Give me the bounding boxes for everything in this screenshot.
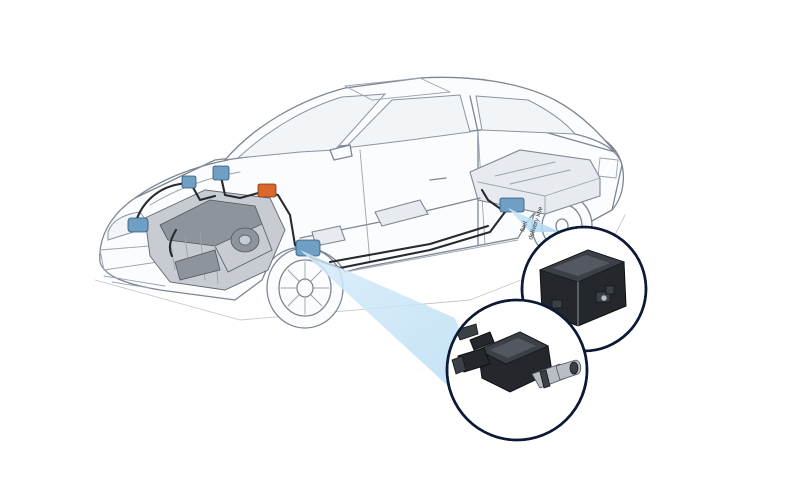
exhaust-system <box>299 197 481 247</box>
purge-valve-location <box>257 183 277 198</box>
hood-outline <box>134 159 229 199</box>
canister-beam <box>508 208 560 232</box>
vapor-connector <box>181 175 197 189</box>
vacuum-connector <box>212 165 230 181</box>
side-mirror <box>329 144 353 161</box>
purge-valve-callout <box>445 298 589 442</box>
evap-components <box>127 165 525 257</box>
purge-valve-icon <box>451 323 582 393</box>
front-wheel <box>266 247 344 329</box>
charcoal-canister-icon <box>538 249 627 327</box>
sunroof <box>344 77 451 101</box>
windshield <box>236 93 387 159</box>
intake-sensor <box>127 217 149 233</box>
engine-assembly <box>144 189 286 291</box>
front-side-window <box>343 94 471 149</box>
fuel-label-line1: fuel <box>519 220 529 233</box>
